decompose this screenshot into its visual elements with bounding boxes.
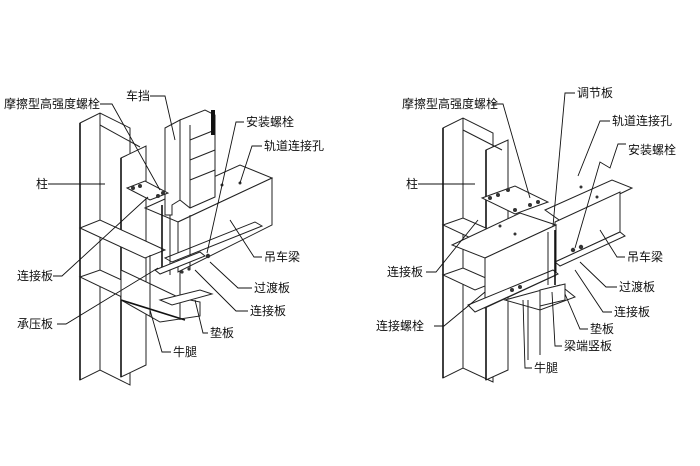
left-leaders: [48, 95, 262, 353]
label-column: 柱: [36, 176, 48, 191]
right-leaders: [418, 92, 626, 369]
label-transition-plate: 过渡板: [254, 280, 290, 295]
label-install-bolt: 安装螺栓: [246, 114, 294, 129]
label-install-bolt: 安装螺栓: [628, 142, 676, 157]
left-car-stop: [164, 109, 216, 216]
label-rail-hole: 轨道连接孔: [612, 113, 672, 128]
left-column: [79, 112, 147, 386]
label-friction-bolt: 摩擦型高强度螺栓: [402, 96, 498, 111]
label-shim-plate: 垫板: [590, 321, 614, 336]
right-crane-beam-near: [450, 212, 559, 313]
left-top-plate: [125, 180, 170, 201]
label-friction-bolt: 摩擦型高强度螺栓: [4, 96, 100, 111]
label-adjust-plate: 调节板: [577, 86, 613, 100]
left-stiffener-upper: [78, 219, 167, 259]
left-labels: 摩擦型高强度螺栓 车挡 安装螺栓 轨道连接孔 柱 连接板 承压板 吊车梁 过渡板…: [4, 88, 324, 359]
label-connect-plate: 连接板: [17, 268, 53, 283]
label-car-stop: 车挡: [126, 88, 150, 103]
label-beam-end-plate: 梁端竖板: [564, 338, 612, 353]
label-transition-plate: 过渡板: [619, 279, 655, 294]
label-connect-plate-2: 连接板: [614, 304, 650, 319]
right-crane-beam-far: [543, 179, 634, 267]
label-shim-plate: 垫板: [210, 325, 234, 340]
left-bracket: [120, 240, 214, 323]
label-rail-hole: 轨道连接孔: [264, 138, 324, 153]
label-connect-plate-2: 连接板: [250, 303, 286, 318]
label-connect-bolt: 连接螺栓: [376, 318, 424, 333]
label-crane-beam: 吊车梁: [627, 249, 663, 264]
label-bearing-plate: 承压板: [17, 317, 53, 331]
label-column: 柱: [406, 176, 418, 191]
label-crane-beam: 吊车梁: [264, 249, 300, 264]
right-top-plate: [480, 185, 550, 215]
label-bracket: 牛腿: [173, 344, 197, 359]
label-bracket: 牛腿: [534, 360, 558, 375]
left-figure: [78, 109, 274, 386]
label-connect-plate: 连接板: [387, 264, 423, 279]
right-labels: 摩擦型高强度螺栓 调节板 轨道连接孔 安装螺栓 柱 连接板 连接螺栓 吊车梁 过…: [376, 86, 676, 375]
